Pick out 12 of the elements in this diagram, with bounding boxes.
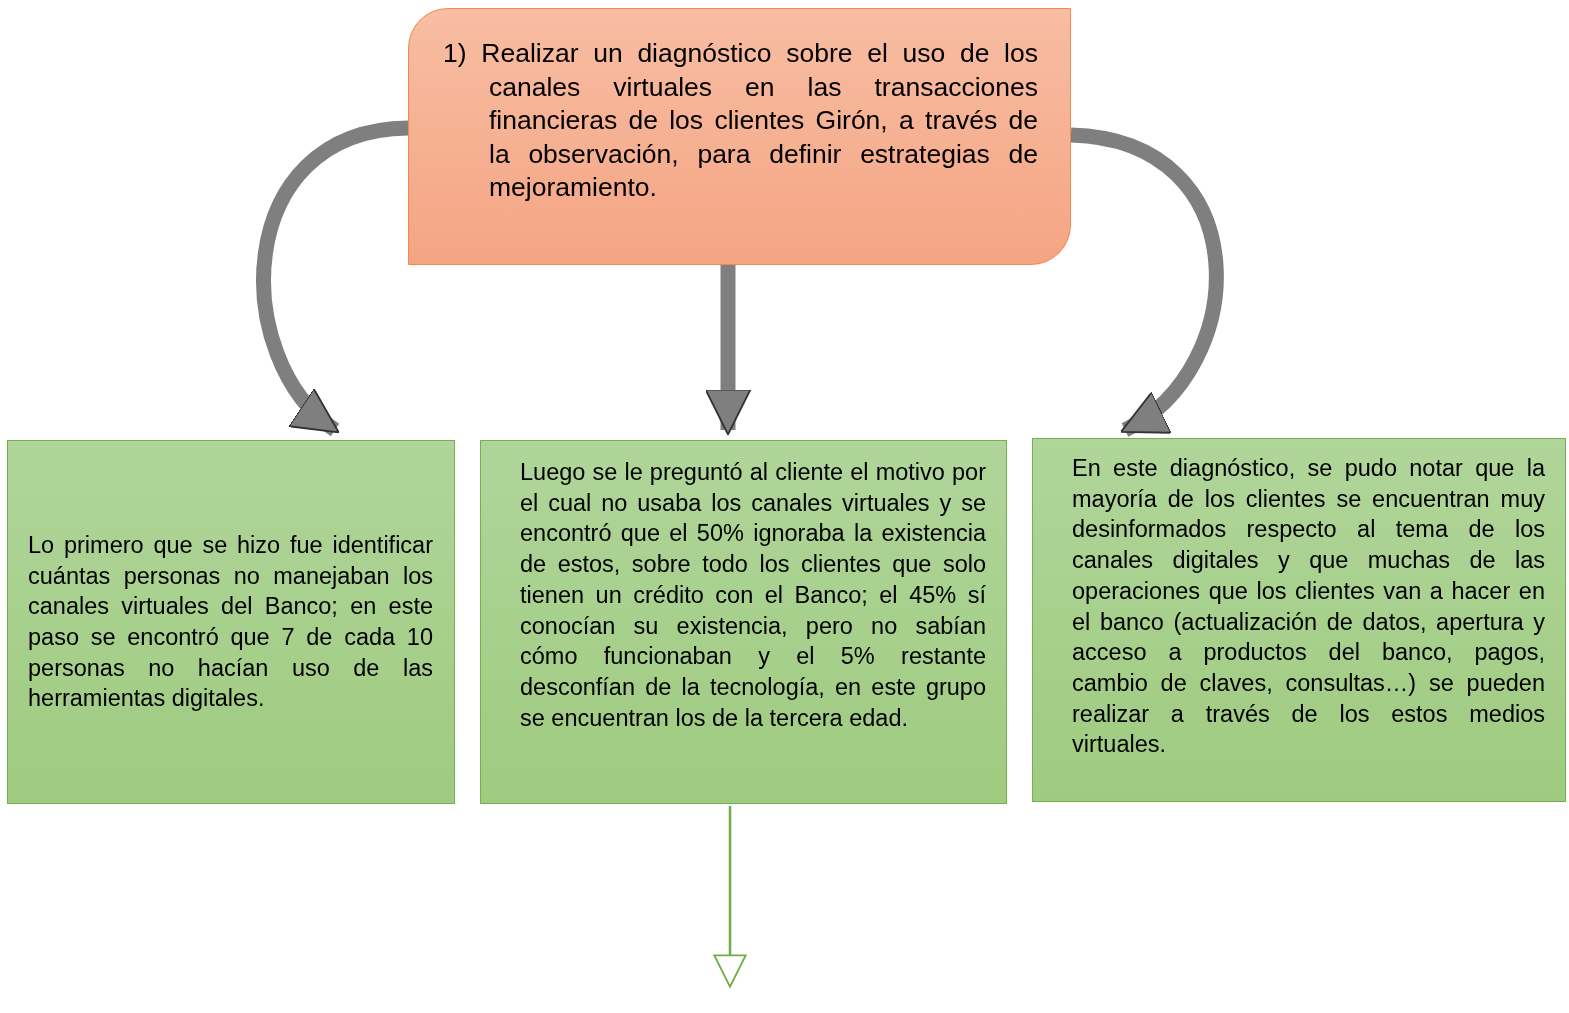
box-text: 1) Realizar un diagnóstico sobre el uso de los canales virtuales en las transacciones financieras de los clientes Girón, a través de la observación, para definir estrategias de mejoramiento. (443, 37, 1038, 205)
finding-box (480, 440, 1007, 804)
finding-box (1032, 438, 1566, 802)
box-text: Luego se le preguntó al cliente el motivo por el cual no usaba los canales virtuales y se encontró que el 50% ignoraba la existencia de estos, sobre todo los clientes que solo tienen un crédito con el Banco; el 45% sí conocían su existencia, pero no sabían cómo funcionaban y el 5% restante desconfían de la tecnología, en este grupo se encuentran los de la tercera edad. (520, 458, 986, 733)
block-arrow (713, 806, 747, 988)
box-text: En este diagnóstico, se pudo notar que la mayoría de los clientes se encuentran muy desinformados respecto al tema de los canales digitales y que muchas de las operaciones que los clientes van a hacer en el banco (actualización de datos, apertura y acceso a productos del banco, pagos, cambio de claves, consultas…) se pueden realizar a través de los estos medios virtuales. (1072, 454, 1545, 760)
finding-box (7, 440, 455, 804)
curved-arrow (1070, 127, 1224, 437)
curved-arrow (256, 120, 409, 436)
curved-arrow (704, 265, 752, 436)
objective-box (408, 8, 1071, 265)
box-text: Lo primero que se hizo fue identificar cuántas personas no manejaban los canales virtuales del Banco; en este paso se encontró que 7 de cada 10 personas no hacían uso de las herramientas digitales. (28, 530, 433, 714)
